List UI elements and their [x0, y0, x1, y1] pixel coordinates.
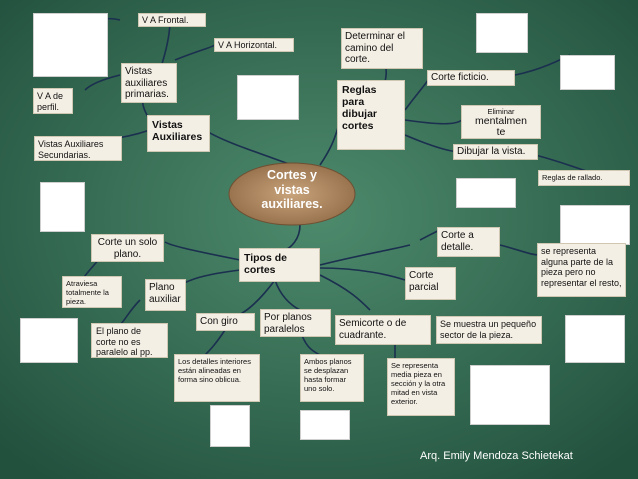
node-semicorte: Semicorte o de cuadrante.	[335, 315, 431, 345]
drawing-con-giro	[210, 405, 250, 447]
node-corte-detalle: Corte a detalle.	[437, 227, 500, 257]
center-line-3: auxiliares.	[261, 197, 323, 211]
drawing-rallado	[456, 178, 516, 208]
node-eliminar-mentalmente: Eliminar mentalmen te	[461, 105, 541, 139]
node-dibujar-vista: Dibujar la vista.	[453, 144, 538, 160]
node-con-giro: Con giro	[196, 313, 255, 331]
node-corte-parcial: Corte parcial	[405, 267, 456, 300]
drawing-semicorte-2	[470, 365, 550, 425]
node-por-planos-paralelos: Por planos paralelos	[260, 309, 331, 337]
center-line-1: Cortes y	[266, 168, 318, 182]
node-vistas-auxiliares: Vistas Auxiliares	[147, 115, 210, 152]
drawing-rallado-2	[560, 205, 630, 245]
eliminar-line-2: mentalmen	[475, 115, 527, 127]
node-detalles-interiores: Los detalles interiores están alineadas …	[174, 354, 260, 402]
drawing-por-planos	[300, 410, 350, 440]
footer-author: Arq. Emily Mendoza Schietekat	[420, 450, 573, 462]
node-ambos-planos: Ambos planos se desplazan hasta formar u…	[300, 354, 364, 402]
node-corte-solo-plano: Corte un solo plano.	[91, 234, 164, 262]
node-va-horizontal: V A Horizontal.	[214, 38, 294, 52]
center-ellipse	[228, 162, 356, 226]
center-title: Cortes y vistas auxiliares.	[229, 168, 355, 212]
node-plano-auxiliar: Plano auxiliar	[145, 279, 186, 311]
node-representa-media: Se representa media pieza en sección y l…	[387, 358, 455, 416]
node-reglas-rallado: Reglas de rallado.	[538, 170, 630, 186]
drawing-va-isometric	[237, 75, 299, 120]
drawing-semicorte-1	[565, 315, 625, 363]
center-line-2: vistas	[274, 182, 310, 197]
node-representa-parte: se representa alguna parte de la pieza p…	[537, 243, 626, 297]
drawing-vistas-secundarias	[40, 182, 85, 232]
eliminar-line-1: Eliminar	[487, 107, 515, 116]
node-va-perfil: V A de perfil.	[33, 88, 73, 114]
drawing-va-frontal	[33, 13, 108, 77]
node-muestra-pequeno: Se muestra un pequeño sector de la pieza…	[436, 316, 542, 344]
node-corte-ficticio: Corte ficticio.	[427, 70, 515, 86]
drawing-corte-ficticio-3d	[476, 13, 528, 53]
node-va-frontal: V A Frontal.	[138, 13, 206, 27]
drawing-plano-corte	[20, 318, 78, 363]
node-determinar-camino: Determinar el camino del corte.	[341, 28, 423, 69]
node-atraviesa: Atraviesa totalmente la pieza.	[62, 276, 122, 308]
node-vistas-aux-secundarias: Vistas Auxiliares Secundarias.	[34, 136, 122, 161]
node-reglas-dibujar: Reglas para dibujar cortes	[337, 80, 405, 150]
node-plano-no-paralelo: El plano de corte no es paralelo al pp.	[91, 323, 168, 358]
node-tipos-cortes: Tipos de cortes	[239, 248, 320, 282]
node-vistas-aux-primarias: Vistas auxiliares primarias.	[121, 63, 177, 103]
drawing-corte-ficticio-2	[560, 55, 615, 90]
eliminar-line-3: te	[496, 126, 506, 138]
